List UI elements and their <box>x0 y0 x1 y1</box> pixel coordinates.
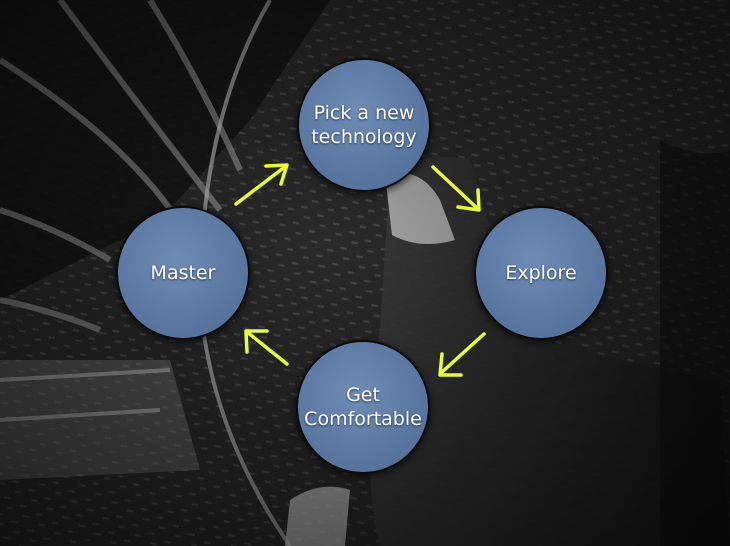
node-label-line: Master <box>150 262 216 284</box>
node-explore: Explore <box>474 206 608 340</box>
node-pick-a-new-technology: Pick a new technology <box>297 58 431 192</box>
node-get-comfortable: Get Comfortable <box>296 340 430 474</box>
node-master: Master <box>116 206 250 340</box>
node-label-line: Pick a new <box>313 102 415 124</box>
node-label-line: Comfortable <box>304 408 422 430</box>
node-label-line: technology <box>311 126 417 148</box>
node-label-line: Explore <box>505 262 577 284</box>
node-label-line: Get <box>346 384 380 406</box>
